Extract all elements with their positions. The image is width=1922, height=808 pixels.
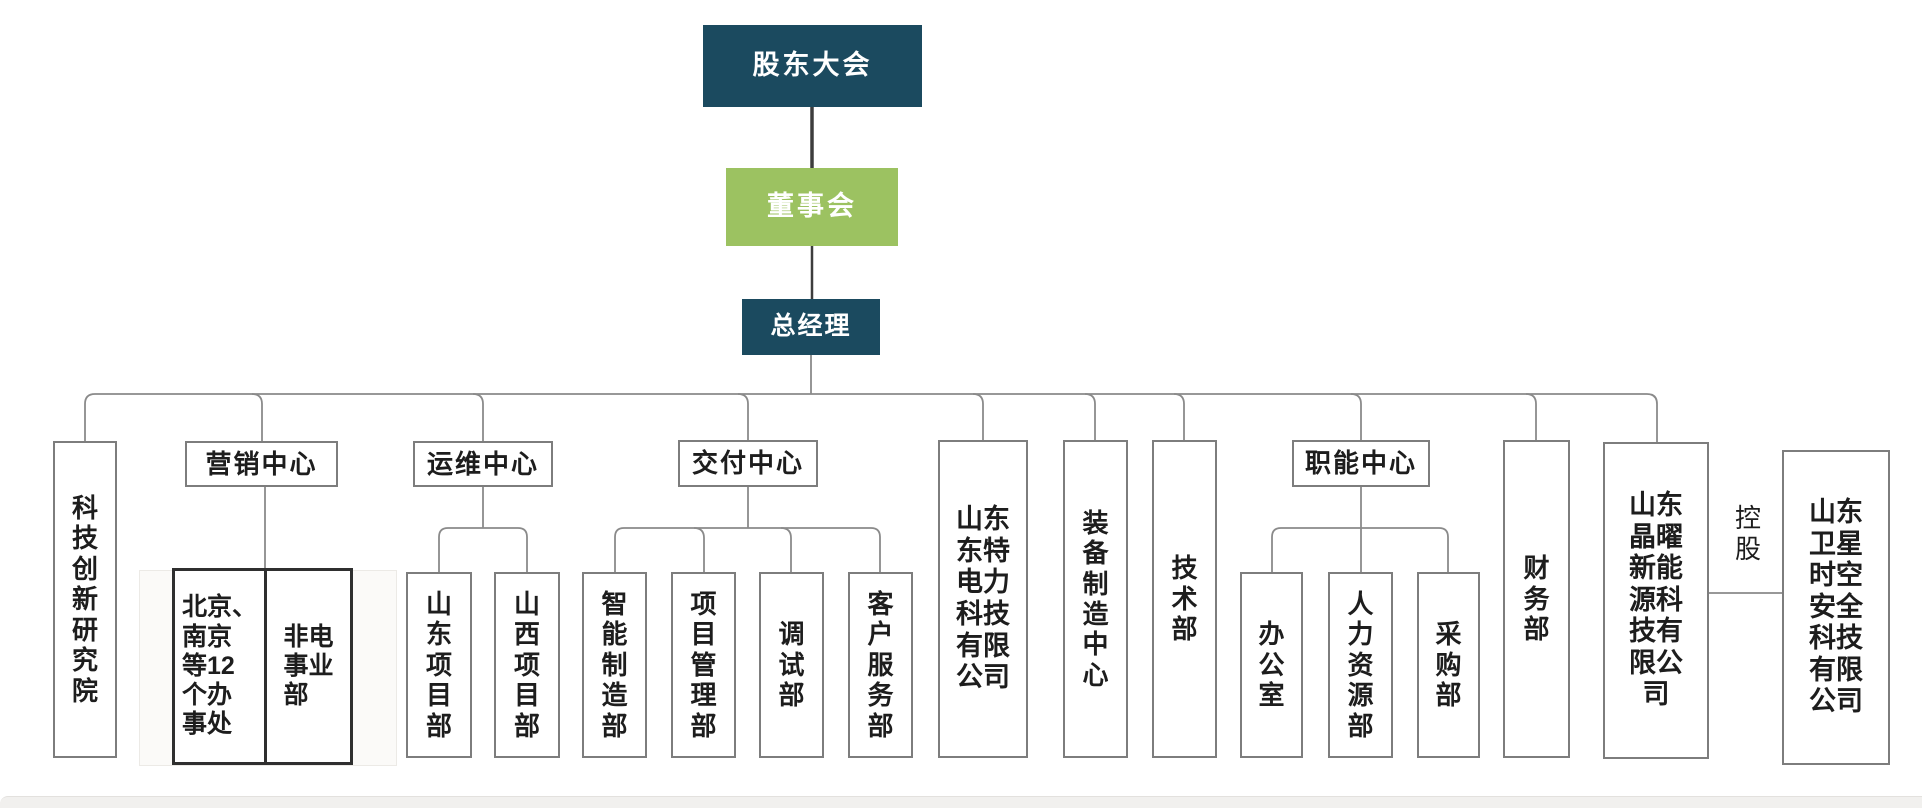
node-customer-service-dept: 客 户 服 务 部 — [848, 572, 913, 758]
node-label: 非电 事业 部 — [283, 622, 334, 710]
tree-connectors — [84, 355, 1782, 594]
node-commissioning-dept: 调 试 部 — [759, 572, 824, 758]
node-shareholders-meeting: 股东大会 — [703, 25, 922, 107]
node-label: 技 术 部 — [1171, 553, 1198, 645]
node-beijing-nanjing-offices: 北京、 南京 等12 个办 事处 — [172, 568, 267, 765]
node-label: 董事会 — [767, 191, 857, 222]
node-general-manager: 总经理 — [742, 299, 880, 355]
node-label: 客 户 服 务 部 — [867, 588, 894, 741]
node-label: 办 公 室 — [1258, 619, 1285, 711]
node-label: 营销中心 — [205, 448, 318, 479]
node-label: 采 购 部 — [1435, 619, 1462, 711]
node-project-management-dept: 项 目 管 理 部 — [671, 572, 736, 758]
node-label: 北京、 南京 等12 个办 事处 — [181, 593, 257, 739]
node-shandong-project-dept: 山 东 项 目 部 — [406, 572, 472, 758]
node-technology-dept: 技 术 部 — [1152, 440, 1217, 758]
node-hr-dept: 人 力 资 源 部 — [1328, 572, 1393, 758]
node-finance-dept: 财 务 部 — [1503, 440, 1570, 758]
node-smart-manufacturing-dept: 智 能 制 造 部 — [582, 572, 647, 758]
node-label: 山东 晶曜 新能 源科 技有 限公 司 — [1629, 489, 1683, 710]
node-board-of-directors: 董事会 — [726, 168, 898, 246]
node-delivery-center: 交付中心 — [678, 440, 818, 487]
node-label: 装 备 制 造 中 心 — [1082, 507, 1109, 690]
node-non-electric-division: 非电 事业 部 — [264, 568, 353, 765]
node-label: 山 西 项 目 部 — [513, 588, 540, 741]
node-marketing-center: 营销中心 — [185, 441, 338, 487]
node-label: 职能中心 — [1304, 448, 1417, 479]
node-weixing-spacetime-security-co: 山东 卫星 时空 安全 科技 有限 公司 — [1782, 450, 1890, 765]
node-label: 运维中心 — [426, 448, 539, 479]
node-label: 股东大会 — [752, 50, 873, 81]
node-functional-center: 职能中心 — [1292, 440, 1430, 487]
node-label: 山东 东特 电力 科技 有限 公司 — [956, 504, 1010, 693]
node-label: 总经理 — [770, 312, 852, 341]
node-label: 交付中心 — [691, 448, 804, 479]
node-label: 山东 卫星 时空 安全 科技 有限 公司 — [1809, 496, 1863, 717]
node-label: 人 力 资 源 部 — [1347, 588, 1374, 741]
node-label: 智 能 制 造 部 — [601, 588, 628, 741]
node-label: 财 务 部 — [1523, 553, 1550, 645]
node-sci-tech-innovation-institute: 科 技 创 新 研 究 院 — [53, 441, 117, 758]
node-label: 科 技 创 新 研 究 院 — [71, 493, 98, 706]
node-equipment-manufacturing-center: 装 备 制 造 中 心 — [1063, 440, 1128, 758]
node-om-center: 运维中心 — [413, 441, 553, 487]
node-office: 办 公 室 — [1240, 572, 1303, 758]
node-jingyao-new-energy-co: 山东 晶曜 新能 源科 技有 限公 司 — [1603, 442, 1709, 759]
node-label: 项 目 管 理 部 — [690, 588, 717, 741]
node-dongte-electric-power-co: 山东 东特 电力 科技 有限 公司 — [938, 440, 1028, 758]
node-procurement-dept: 采 购 部 — [1417, 572, 1480, 758]
node-shanxi-project-dept: 山 西 项 目 部 — [494, 572, 560, 758]
node-label: 调 试 部 — [778, 619, 805, 711]
bottom-edge-bar — [0, 796, 1922, 808]
node-label: 山 东 项 目 部 — [425, 588, 452, 741]
holding-label: 控 股 — [1734, 503, 1761, 565]
